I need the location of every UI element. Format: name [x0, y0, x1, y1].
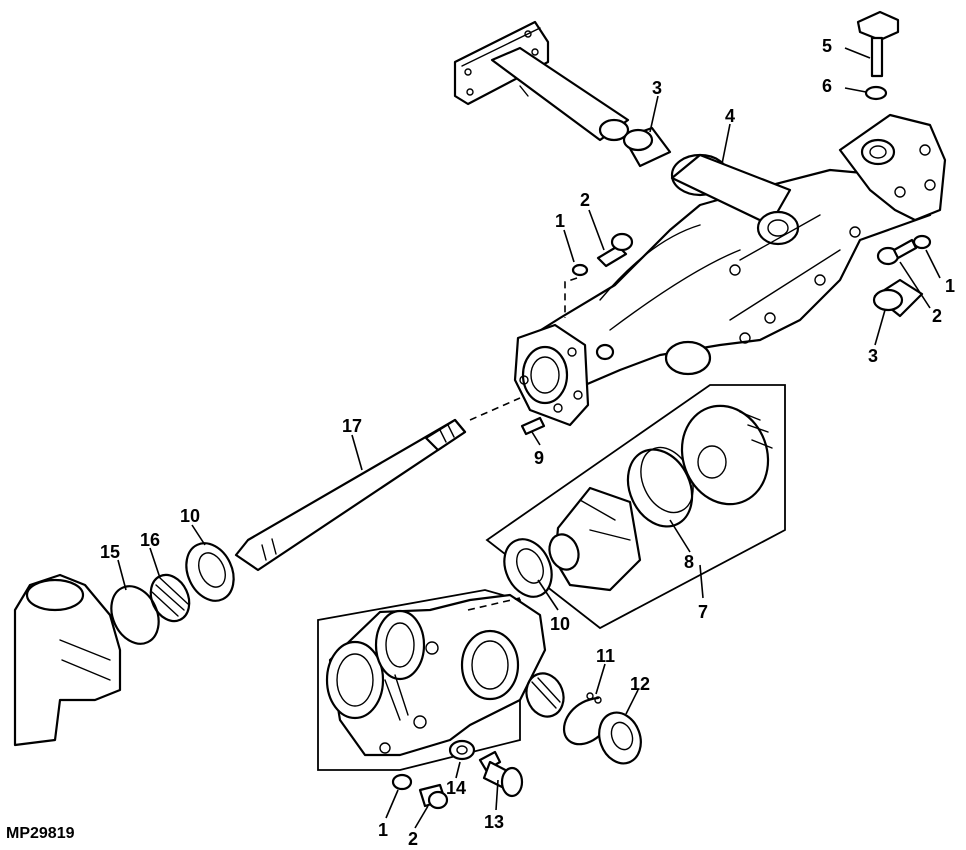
- callout-14: 14: [446, 778, 466, 798]
- callout-17: 17: [342, 416, 362, 436]
- axle-shaft: [234, 418, 467, 572]
- lower-axle-housing: [325, 593, 547, 757]
- snap-ring-left: [110, 585, 160, 645]
- callout-labels: 5 6 3 4 1 2 1 2 3 17 9 10 15 16 8 7 10 1…: [100, 36, 955, 849]
- figure-code: MP29819: [6, 825, 75, 842]
- final-drive-housing: [13, 573, 122, 747]
- pivot-bushing-rear: [872, 278, 924, 318]
- flange-bolt: [478, 750, 524, 798]
- washer-to-housing-dash: [564, 277, 578, 318]
- ring-gear: [680, 404, 773, 506]
- callout-1-left: 1: [555, 211, 565, 231]
- fill-plug: [856, 10, 900, 78]
- callout-2-left: 2: [580, 190, 590, 210]
- bolt-right: [876, 238, 918, 266]
- callout-13: 13: [484, 812, 504, 832]
- callout-5: 5: [822, 36, 832, 56]
- bearing-left: [185, 542, 235, 602]
- callout-10-right: 10: [550, 614, 570, 634]
- callout-6: 6: [822, 76, 832, 96]
- differential-assembly-boundary: [485, 384, 786, 630]
- callout-12: 12: [630, 674, 650, 694]
- axle-housing: [513, 113, 947, 427]
- callout-2-right: 2: [932, 306, 942, 326]
- callout-15: 15: [100, 542, 120, 562]
- differential-carrier: [548, 486, 642, 592]
- callout-1-right: 1: [945, 276, 955, 296]
- callout-16: 16: [140, 530, 160, 550]
- callout-7: 7: [698, 602, 708, 622]
- shaft-to-housing-dash: [469, 397, 521, 421]
- lock-washer-left: [571, 263, 589, 277]
- leader-lines: [117, 47, 941, 829]
- flat-washer: [448, 739, 476, 761]
- lower-housing-dash: [467, 597, 521, 611]
- lower-housing-boundary: [317, 589, 521, 771]
- snap-ring-right: [562, 692, 607, 746]
- callout-11: 11: [596, 646, 615, 666]
- lock-washer-right: [912, 234, 932, 250]
- callout-10-left: 10: [180, 506, 200, 526]
- callout-9: 9: [534, 448, 544, 468]
- pivot-pin: [490, 46, 630, 142]
- callout-3-right: 3: [868, 346, 878, 366]
- callout-4: 4: [725, 106, 735, 126]
- callout-2-bottom: 2: [408, 829, 418, 849]
- bolt-left: [596, 232, 634, 268]
- oil-seal: [598, 711, 642, 765]
- callout-1-bottom: 1: [378, 820, 388, 840]
- pivot-bushing-front: [622, 126, 672, 168]
- bolt-bottom: [418, 783, 449, 810]
- lock-washer-bottom: [391, 773, 413, 791]
- pinion-gear: [525, 672, 565, 718]
- o-ring: [864, 85, 888, 101]
- dowel-pin: [520, 416, 546, 436]
- callout-8: 8: [684, 552, 694, 572]
- callout-3-top: 3: [652, 78, 662, 98]
